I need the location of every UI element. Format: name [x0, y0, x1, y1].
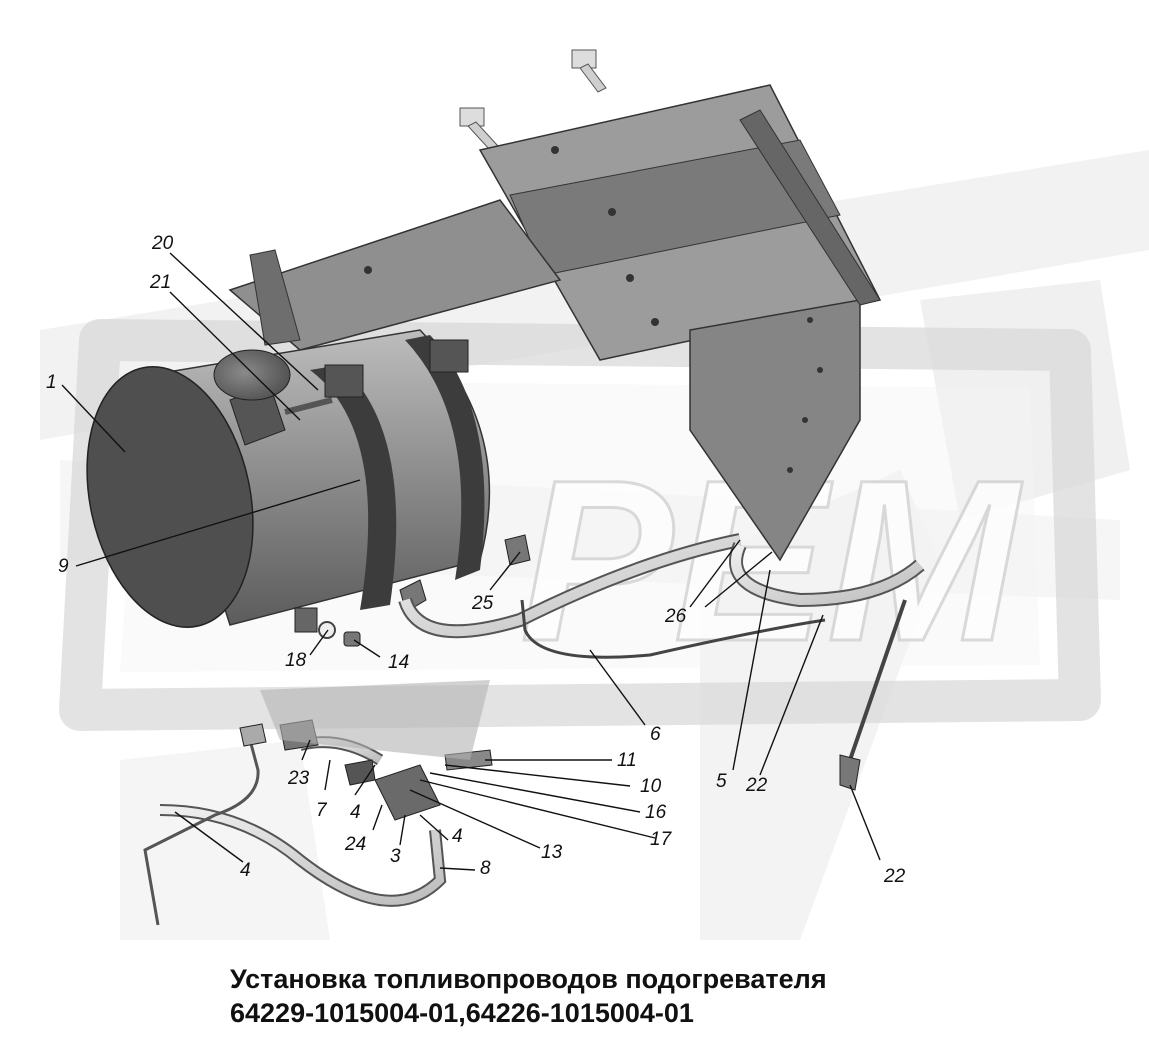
- callout-18: 18: [285, 650, 307, 671]
- diagram-caption: Установка топливопроводов подогревателя …: [230, 962, 1130, 1030]
- callout-3: 3: [390, 846, 401, 867]
- callout-23: 23: [287, 768, 310, 789]
- callout-14: 14: [388, 652, 409, 673]
- bolt-left: [459, 107, 499, 151]
- callout-7: 7: [316, 800, 328, 821]
- assembly-diagram: РЕМ: [40, 49, 1149, 940]
- filler-cap: [213, 349, 333, 446]
- callout-16: 16: [645, 802, 667, 823]
- callout-labels: 1 20 21 9 25 18 14 26 6 5 22 22 11 10 16…: [46, 233, 906, 887]
- callout-22b: 22: [883, 866, 906, 887]
- leader-lines: [61, 252, 881, 871]
- tank-fittings: [294, 534, 531, 647]
- callout-4a: 4: [350, 802, 361, 823]
- callout-22a: 22: [745, 775, 768, 796]
- bolt-right: [571, 49, 607, 93]
- callout-13: 13: [541, 842, 563, 863]
- callout-1: 1: [46, 372, 57, 393]
- callout-5: 5: [716, 771, 727, 792]
- callout-4b: 4: [452, 826, 463, 847]
- callout-6: 6: [650, 724, 661, 745]
- callout-11: 11: [617, 750, 637, 771]
- callout-24: 24: [344, 834, 366, 855]
- callout-21: 21: [149, 272, 171, 293]
- callout-10: 10: [640, 776, 662, 797]
- fuel-lines: [143, 533, 925, 926]
- caption-part-numbers: 64229-1015004-01,64226-1015004-01: [230, 998, 694, 1028]
- mounting-bracket: [228, 84, 882, 562]
- callout-9: 9: [58, 556, 69, 577]
- callout-26: 26: [664, 606, 687, 627]
- callout-17: 17: [650, 829, 673, 850]
- callout-20: 20: [151, 233, 174, 254]
- callout-8: 8: [480, 858, 491, 879]
- caption-title: Установка топливопроводов подогревателя: [230, 964, 827, 994]
- callout-25: 25: [471, 593, 494, 614]
- callout-4c: 4: [240, 860, 251, 881]
- fuel-tank: [86, 329, 491, 628]
